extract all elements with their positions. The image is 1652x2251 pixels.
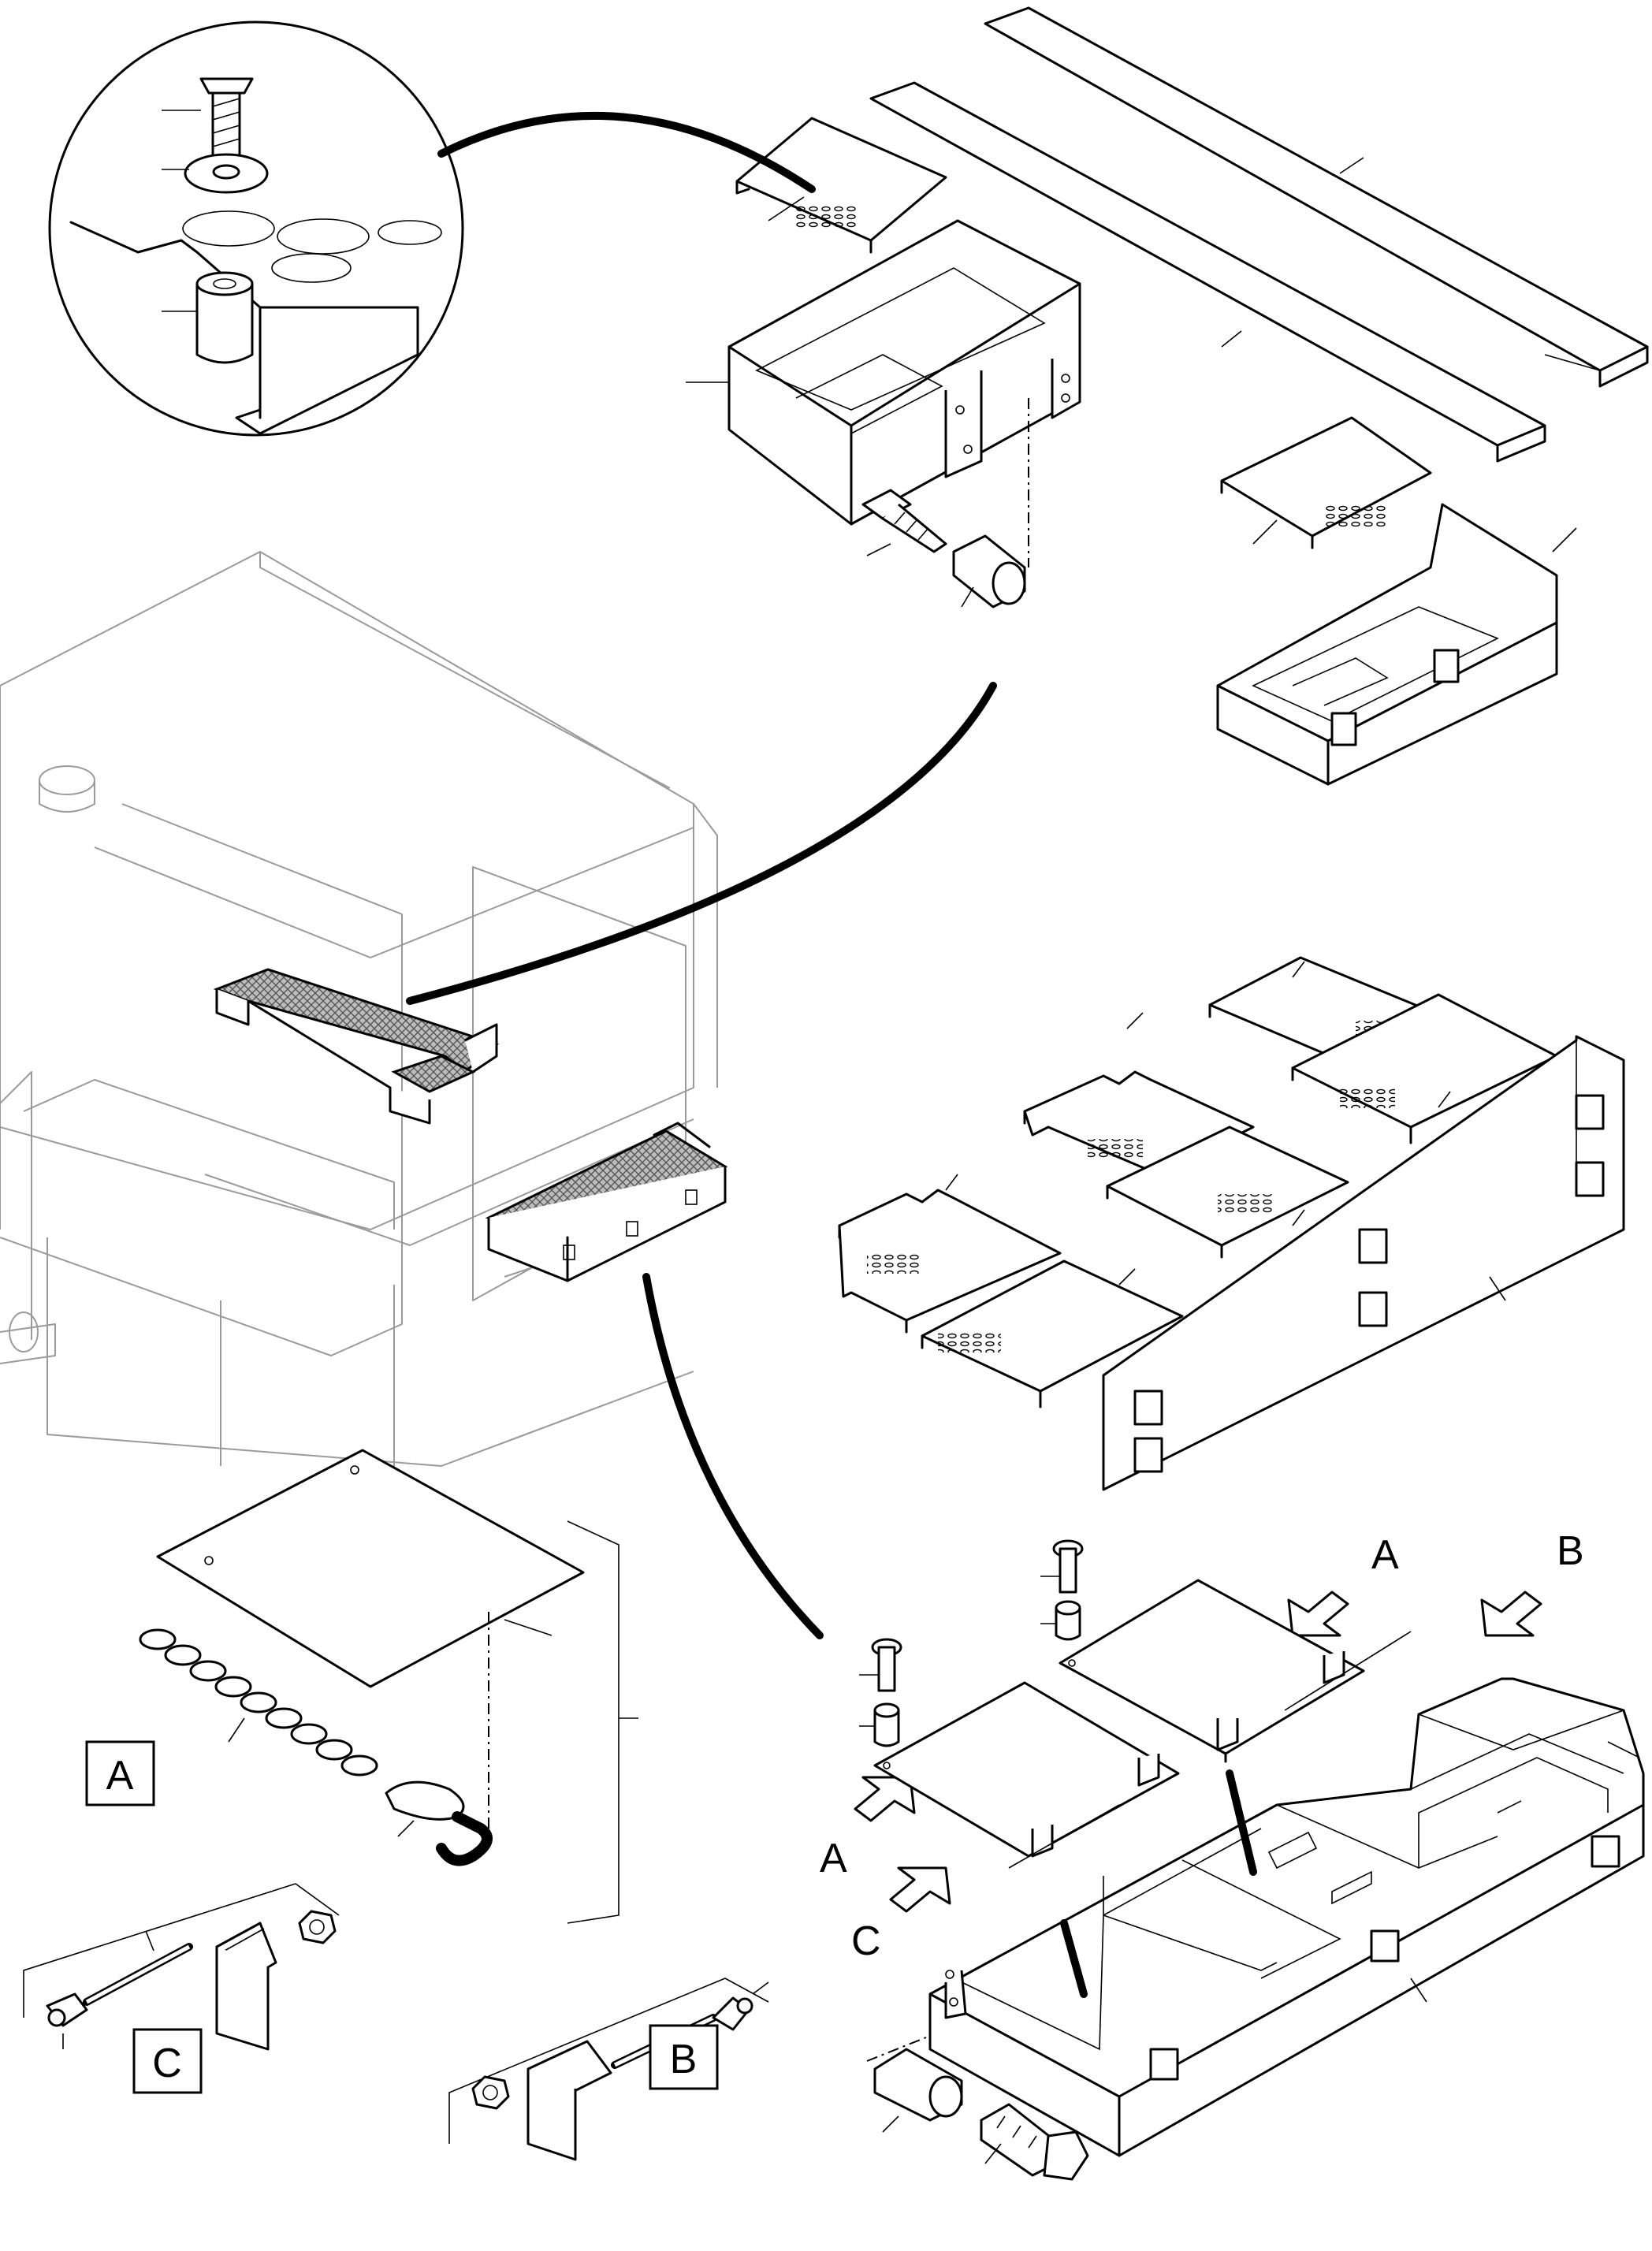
cable-icon (46, 1943, 193, 2049)
bolt-icon (199, 77, 254, 158)
spacer-icon (952, 534, 1026, 608)
detail-circle (48, 20, 464, 437)
step-plate-grid (838, 956, 1558, 1408)
bolt-icon (1040, 1539, 1084, 1594)
rail-long-2 (869, 81, 1546, 463)
kit-bracket-b (448, 1978, 769, 2144)
side-panel (1102, 1035, 1625, 1491)
bolt-icon (861, 489, 947, 556)
plate-icon (215, 1922, 277, 2051)
spacer-icon (873, 2048, 963, 2133)
label-a-text: A (106, 1753, 134, 1799)
hook-icon (385, 1780, 493, 1866)
frame-plate-left (873, 1681, 1180, 1869)
arrow-a-left-label: A (820, 1836, 847, 1881)
washer-icon (184, 153, 269, 194)
kit-bracket-c (23, 1883, 340, 2018)
step-frame-top (686, 219, 1081, 567)
axis-dashline (866, 2037, 927, 2062)
leader-curve-upper (406, 682, 997, 1005)
leader-curve-detail (437, 111, 816, 193)
chain-icon (139, 1628, 378, 1777)
frame-plate-right (1059, 1579, 1412, 1763)
spacer-icon (1040, 1600, 1081, 1641)
label-b-text: B (670, 2037, 698, 2082)
machine-step-lower (485, 1122, 728, 1282)
label-box-b: B (649, 2024, 719, 2090)
bolt-icon (859, 1638, 902, 1692)
spacer-icon (859, 1702, 900, 1747)
leader-curve-lower (642, 1273, 824, 1639)
plate-icon (156, 1449, 585, 1844)
bolt-icon (980, 2103, 1089, 2181)
arrow-a-top-label: A (1371, 1532, 1399, 1578)
kit-bracket-a (567, 1520, 638, 1924)
label-c-text: C (152, 2041, 182, 2086)
arrow-b-top-label: B (1557, 1528, 1584, 1574)
nut-icon (471, 2075, 510, 2110)
rail-long-1 (984, 6, 1649, 388)
view-arrows: A B A C (820, 1528, 1584, 1964)
nut-icon (298, 1910, 337, 1944)
step-plate-small-mid (1220, 416, 1432, 549)
step-plate-small-top (735, 117, 947, 254)
machine-step-upper (213, 968, 499, 1125)
arrow-c-left-label: C (851, 1918, 881, 1964)
label-box-a: A (85, 1740, 155, 1806)
spacer-icon (195, 271, 254, 364)
plate-icon (526, 2040, 612, 2161)
step-frame-mid (1216, 503, 1577, 786)
label-box-c: C (132, 2028, 203, 2094)
main-frame (928, 1677, 1645, 2157)
